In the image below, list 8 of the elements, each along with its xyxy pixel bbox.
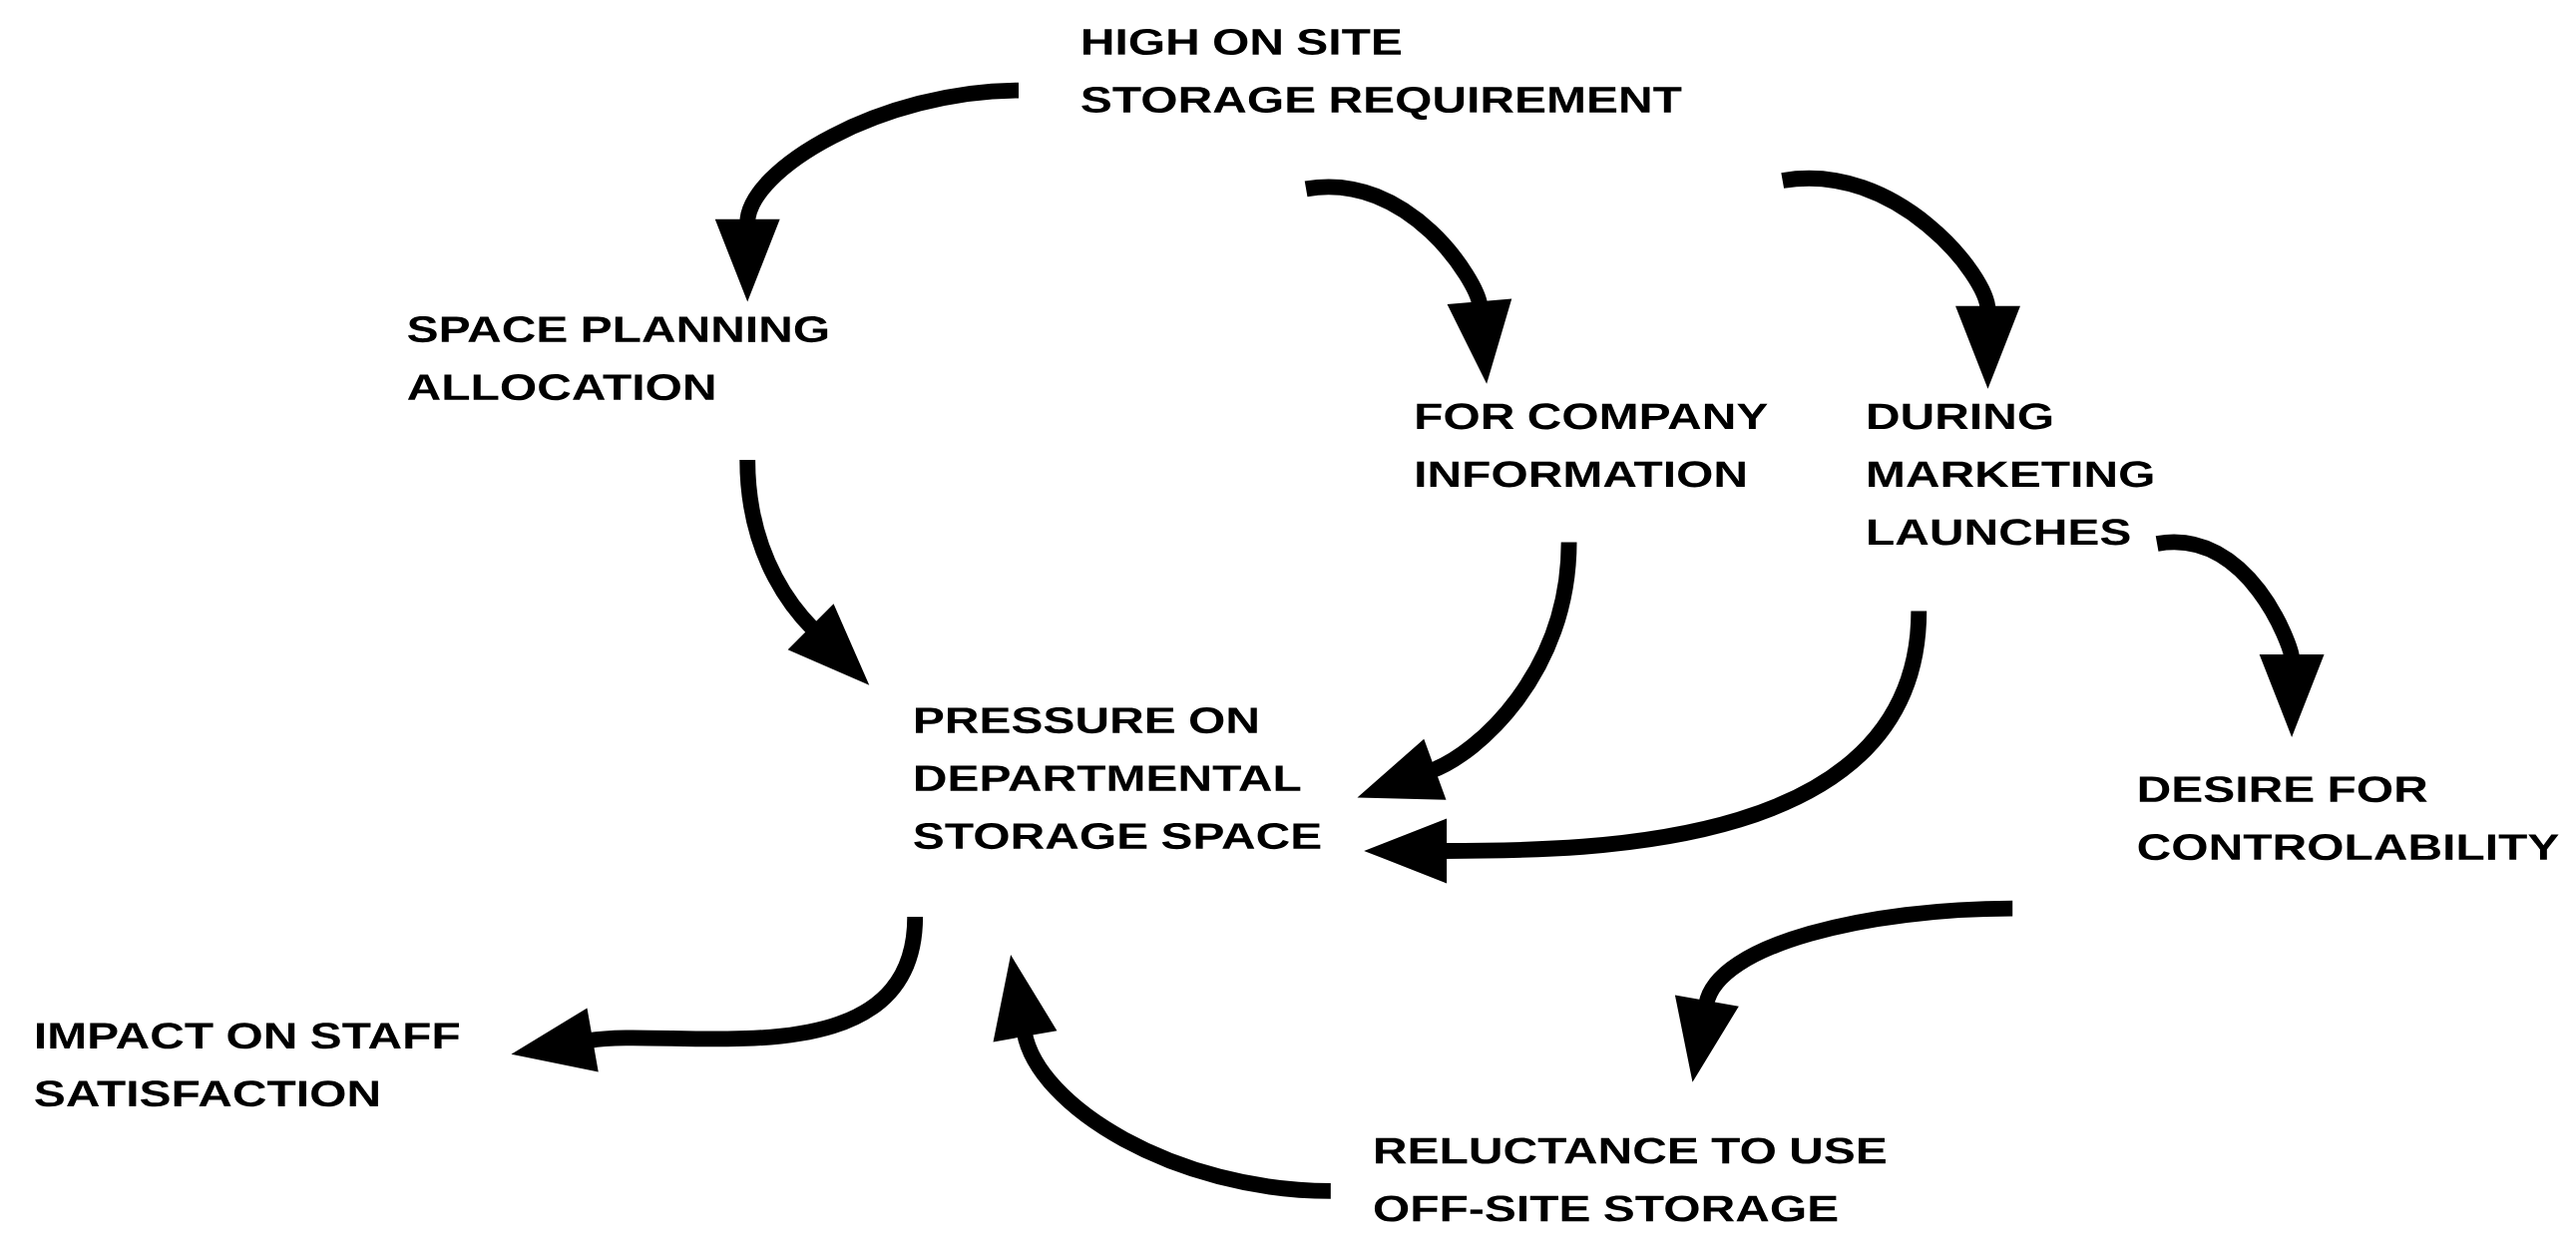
node-label: IMPACT ON STAFF SATISFACTION xyxy=(35,1023,459,1107)
node-label: RELUCTANCE TO USE OFF-SITE STORAGE xyxy=(1374,1137,1886,1222)
node-label: PRESSURE ON DEPARTMENTAL STORAGE SPACE xyxy=(914,707,1321,850)
node-label: DURING MARKETING LAUNCHES xyxy=(1869,403,2153,546)
node-label: DESIRE FOR CONTROLABILITY xyxy=(2138,776,2559,861)
node-label: SPACE PLANNING ALLOCATION xyxy=(407,316,828,401)
node-label: HIGH ON SITE STORAGE REQUIREMENT xyxy=(1081,28,1682,120)
node-label: FOR COMPANY INFORMATION xyxy=(1417,403,1768,488)
